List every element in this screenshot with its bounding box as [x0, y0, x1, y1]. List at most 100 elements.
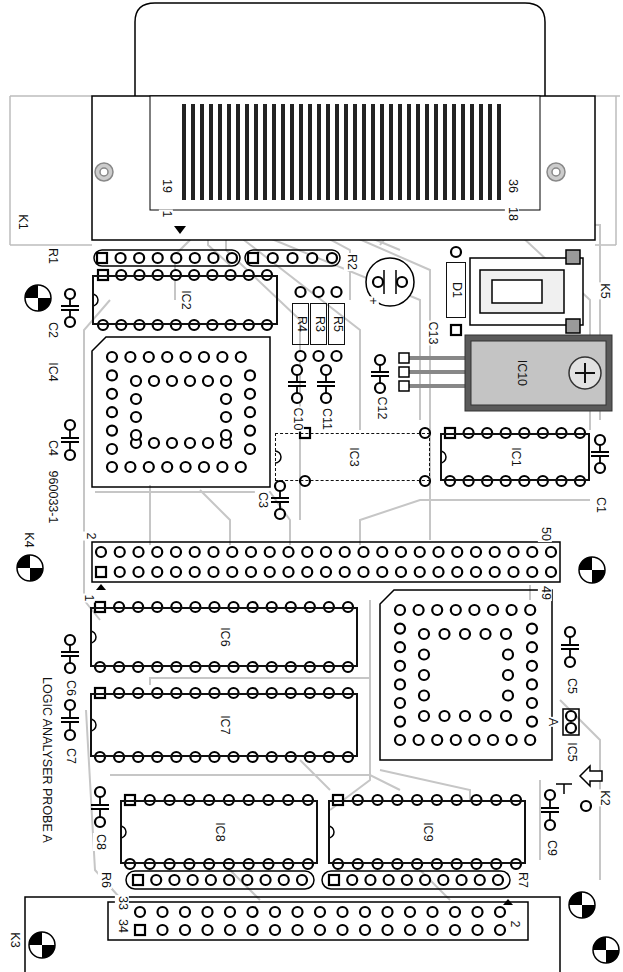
solder-pad — [343, 662, 353, 672]
solder-pad — [419, 650, 429, 660]
solder-pad — [152, 752, 162, 762]
solder-pad — [527, 679, 537, 689]
resistor-body: R5 — [328, 303, 345, 345]
solder-pad — [107, 426, 117, 436]
solder-pad — [452, 547, 462, 557]
solder-pad — [171, 253, 181, 263]
capacitor-symbol — [61, 299, 79, 317]
ic-package: IC2 — [92, 275, 278, 325]
capacitor-symbol — [541, 790, 559, 830]
solder-pad — [503, 650, 513, 660]
pad-group — [95, 247, 591, 935]
solder-pad — [525, 735, 535, 745]
plcc-socket — [92, 337, 270, 487]
registration-mark — [579, 557, 605, 583]
solder-pad — [144, 352, 154, 362]
solder-pad — [503, 670, 513, 680]
box-header — [108, 902, 528, 940]
voltage-regulator — [405, 358, 465, 386]
solder-pad — [227, 567, 237, 577]
capacitor-symbol — [561, 627, 579, 667]
power-connector — [566, 250, 580, 264]
solder-pad — [415, 547, 425, 557]
solder-pad — [566, 723, 576, 733]
ic-package: IC9 — [328, 800, 526, 864]
solder-pad — [284, 567, 294, 577]
solder-pad — [131, 376, 141, 386]
solder-pad — [546, 567, 556, 577]
solder-pad — [131, 394, 141, 404]
solder-pad — [125, 462, 135, 472]
solder-pad — [321, 567, 331, 577]
solder-pad — [575, 476, 585, 486]
solder-pad — [225, 907, 235, 917]
solder-pad — [221, 412, 231, 422]
solder-pad — [144, 462, 154, 472]
solder-pad — [471, 859, 481, 869]
capacitor-symbol — [65, 450, 75, 460]
solder-pad — [324, 752, 334, 762]
solder-pad — [420, 476, 430, 486]
resistor-body: R3 — [310, 303, 327, 345]
solder-pad — [181, 352, 191, 362]
solder-pad — [383, 925, 393, 935]
solder-pad — [419, 711, 429, 721]
part-label: R6 — [98, 871, 112, 889]
capacitor-group — [61, 289, 609, 830]
solder-pad — [490, 547, 500, 557]
capacitor-symbol — [317, 375, 335, 393]
solder-pad — [244, 859, 254, 869]
capacitor-symbol — [61, 645, 79, 663]
ground-symbol — [556, 766, 602, 794]
electrolytic-capacitor — [384, 270, 396, 294]
sub-d-connector — [92, 3, 595, 240]
solder-pad — [270, 925, 280, 935]
jumper — [563, 709, 579, 735]
solder-pad — [581, 801, 591, 811]
part-label: D1 — [449, 282, 463, 298]
solder-pad — [209, 752, 219, 762]
solder-pad — [395, 735, 405, 745]
capacitor-symbol — [61, 635, 79, 673]
solder-pad — [107, 352, 117, 362]
solder-pad — [469, 735, 479, 745]
part-label: IC5 — [564, 741, 578, 762]
solder-pad — [302, 547, 312, 557]
solder-pad — [482, 476, 492, 486]
solder-pad — [245, 407, 255, 417]
capacitor-symbol — [288, 375, 306, 393]
solder-pad — [434, 567, 444, 577]
registration-mark — [569, 892, 595, 918]
solder-pad — [445, 476, 455, 486]
capacitor-symbol — [561, 637, 579, 657]
capacitor-symbol — [375, 383, 385, 393]
solder-pad — [158, 907, 168, 917]
solder-pad — [221, 376, 231, 386]
ic-package: IC7 — [90, 693, 358, 757]
solder-pad — [527, 698, 537, 708]
solder-pad — [501, 476, 511, 486]
solder-pad — [189, 320, 199, 330]
solder-pad — [203, 925, 213, 935]
voltage-regulator — [399, 367, 409, 377]
board-frame — [10, 96, 620, 245]
solder-pad — [495, 907, 505, 917]
capacitor-symbol — [271, 481, 289, 519]
solder-pad — [450, 925, 460, 935]
copper-traces — [529, 585, 531, 600]
part-label: C12 — [374, 396, 388, 421]
solder-pad — [365, 875, 375, 885]
part-label: C9 — [544, 839, 558, 857]
solder-pad — [242, 875, 252, 885]
part-label: C10 — [290, 407, 304, 432]
solder-pad — [332, 287, 342, 297]
solder-pad — [217, 462, 227, 472]
electrolytic-capacitor — [366, 258, 414, 306]
ic-package: IC6 — [90, 607, 358, 667]
solder-pad — [96, 567, 106, 577]
solder-pad — [190, 752, 200, 762]
pin-header — [92, 542, 560, 590]
solder-pad — [207, 320, 217, 330]
solder-pad — [267, 662, 277, 672]
board-code: 960033-1 — [45, 470, 59, 525]
